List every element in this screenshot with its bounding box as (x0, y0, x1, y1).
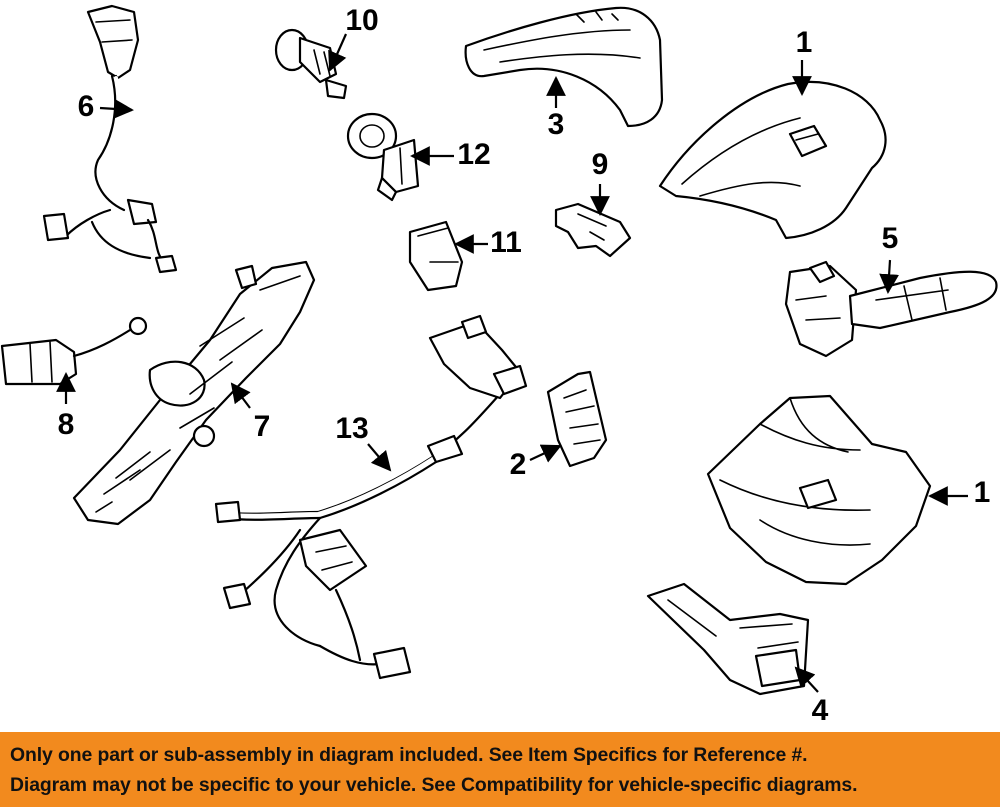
callout-1-top: 1 (796, 26, 813, 59)
callout-13: 13 (335, 412, 368, 445)
arrow-6 (99, 99, 134, 119)
callout-2: 2 (510, 448, 527, 481)
disclaimer-banner: Only one part or sub-assembly in diagram… (0, 732, 1000, 807)
disclaimer-line-2: Diagram may not be specific to your vehi… (10, 774, 858, 796)
parts-diagram: 6 10 12 3 1 9 11 5 8 7 13 2 1 4 (0, 4, 998, 727)
callout-11: 11 (490, 226, 522, 259)
callout-7: 7 (254, 410, 271, 443)
callout-9: 9 (592, 148, 609, 181)
leader-arrows (56, 33, 968, 693)
arrow-10 (328, 33, 348, 72)
part-6-switch-lever (42, 4, 178, 274)
callout-10: 10 (345, 4, 378, 37)
disclaimer-line-1: Only one part or sub-assembly in diagram… (10, 744, 808, 766)
callout-8: 8 (58, 408, 75, 441)
callout-4: 4 (812, 694, 829, 727)
part-5-combination-switch (784, 260, 998, 358)
callout-5: 5 (882, 222, 899, 255)
part-8-sensor (0, 316, 148, 386)
part-13-wiring-harness (214, 314, 528, 680)
part-1-cover-bottom (706, 394, 932, 586)
arrow-5 (879, 259, 899, 294)
callout-1-bottom: 1 (974, 476, 991, 509)
arrow-2 (529, 444, 562, 463)
part-4-lower-trim (646, 582, 810, 696)
part-9-clip (554, 202, 632, 258)
part-7-steering-column (72, 260, 316, 526)
part-11-module (408, 220, 464, 292)
part-2-switch (546, 370, 608, 468)
arrow-13 (367, 443, 392, 472)
callout-6: 6 (78, 90, 95, 123)
arrow-4 (794, 666, 819, 693)
callout-3: 3 (548, 108, 565, 141)
part-12-bracket (346, 112, 420, 202)
callout-labels: 6 10 12 3 1 9 11 5 8 7 13 2 1 4 (58, 4, 991, 727)
part-1-cover-top (658, 80, 887, 240)
part-3-upper-cover (464, 6, 664, 128)
callout-12: 12 (457, 138, 490, 171)
part-10-socket (274, 28, 348, 100)
arrow-7 (230, 382, 251, 409)
